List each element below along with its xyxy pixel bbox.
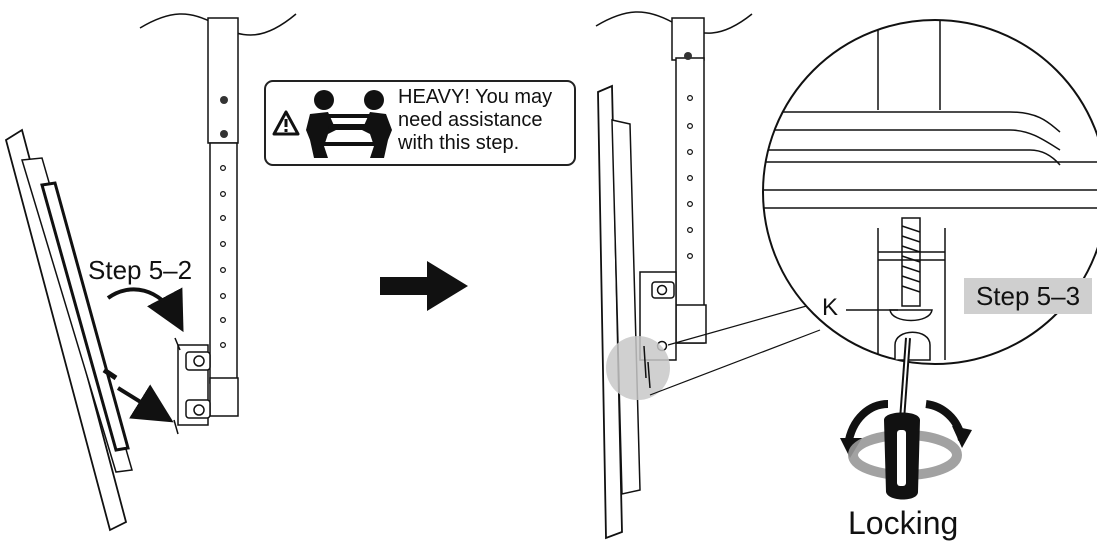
- warning-triangle-icon: [272, 110, 300, 136]
- warning-text: HEAVY! You may need assistance with this…: [398, 86, 574, 155]
- ceiling-pole-left: [207, 17, 239, 417]
- step-5-3-label: Step 5–3: [964, 278, 1092, 314]
- tv-panel-left: [4, 128, 133, 532]
- step-arrows-left: [102, 287, 184, 423]
- ceiling-pole-right: [671, 17, 707, 344]
- locking-label: Locking: [848, 505, 959, 541]
- screwdriver-icon: [884, 337, 920, 500]
- callout-lines: [649, 304, 821, 396]
- tv-panel-right: [597, 84, 641, 540]
- warning-line-3: with this step.: [398, 132, 520, 154]
- mount-bracket-left: [173, 337, 211, 435]
- warning-line-2: need assistance: [398, 109, 543, 131]
- warning-box: HEAVY! You may need assistance with this…: [264, 80, 576, 166]
- part-k-label: K: [822, 294, 839, 321]
- warning-icons: [272, 90, 392, 158]
- highlight-circle: [606, 336, 670, 400]
- right-arrow-icon: [380, 261, 468, 311]
- zoom-detail: [762, 19, 1097, 365]
- two-people-lifting-icon: [306, 90, 392, 158]
- warning-line-1: HEAVY! You may: [398, 86, 553, 108]
- step-5-2-label: Step 5–2: [88, 255, 193, 285]
